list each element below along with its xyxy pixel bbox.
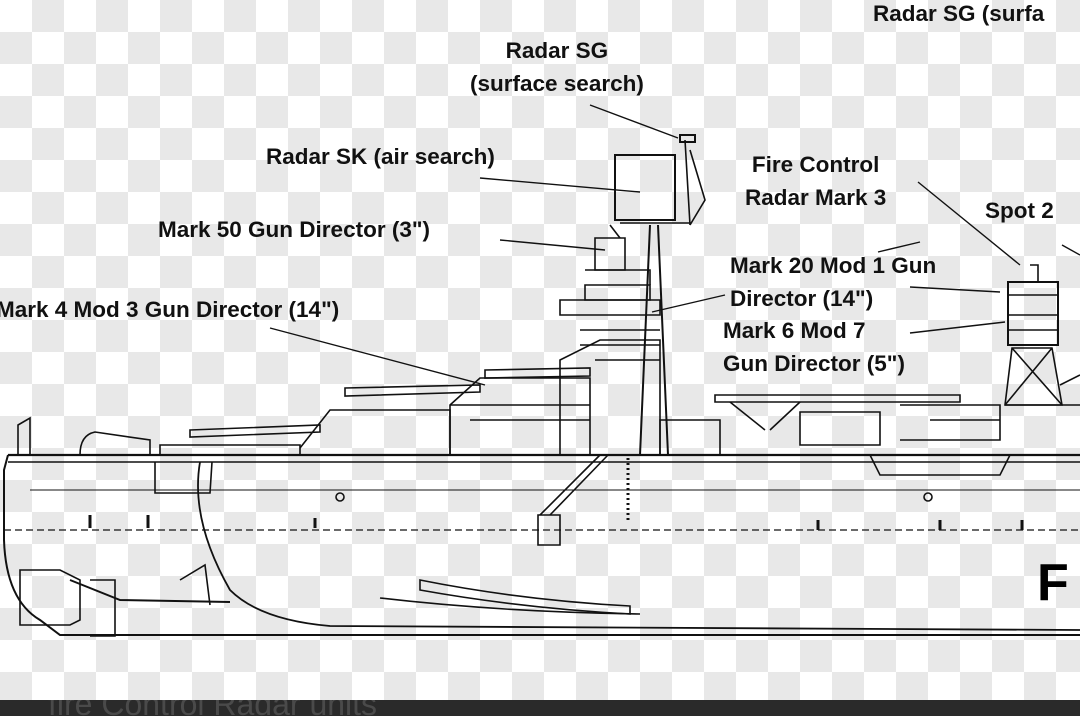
mark6-label-line1: Mark 6 Mod 7 [723, 318, 866, 343]
mark20-label: Mark 20 Mod 1 Gun Director (14") [730, 250, 936, 315]
radar-sg-top-right-label: Radar SG (surfa [873, 1, 1045, 26]
mark50-label: Mark 50 Gun Director (3") [158, 217, 430, 242]
battleship-profile-diagram [3, 104, 1080, 637]
radar-sg-label-line2: (surface search) [470, 70, 644, 96]
radar-sk-label: Radar SK (air search) [266, 144, 495, 169]
bottom-caption-strip: fire Control Radar units [0, 700, 1080, 716]
bottom-caption: fire Control Radar units [48, 700, 377, 716]
fire-control-label-line2: Radar Mark 3 [745, 184, 887, 210]
mark20-label-line1: Mark 20 Mod 1 Gun [730, 253, 937, 278]
fire-control-radar-label: Fire Control Radar Mark 3 [745, 149, 886, 214]
leader-lines [269, 104, 1080, 386]
mark6-label: Mark 6 Mod 7 Gun Director (5") [723, 315, 905, 380]
fire-control-label-line1: Fire Control [751, 152, 880, 177]
deck-structures [17, 134, 1080, 546]
radar-sg-label-line1: Radar SG [505, 38, 609, 63]
spot2-label: Spot 2 [985, 198, 1054, 223]
mark20-label-line2: Director (14") [730, 285, 874, 311]
radar-sg-label: Radar SG (surface search) [470, 35, 644, 100]
hull [3, 453, 1080, 637]
mark6-label-line2: Gun Director (5") [723, 350, 905, 376]
pennant-letter: F [1037, 554, 1069, 612]
mark4-label: Mark 4 Mod 3 Gun Director (14") [0, 297, 340, 322]
